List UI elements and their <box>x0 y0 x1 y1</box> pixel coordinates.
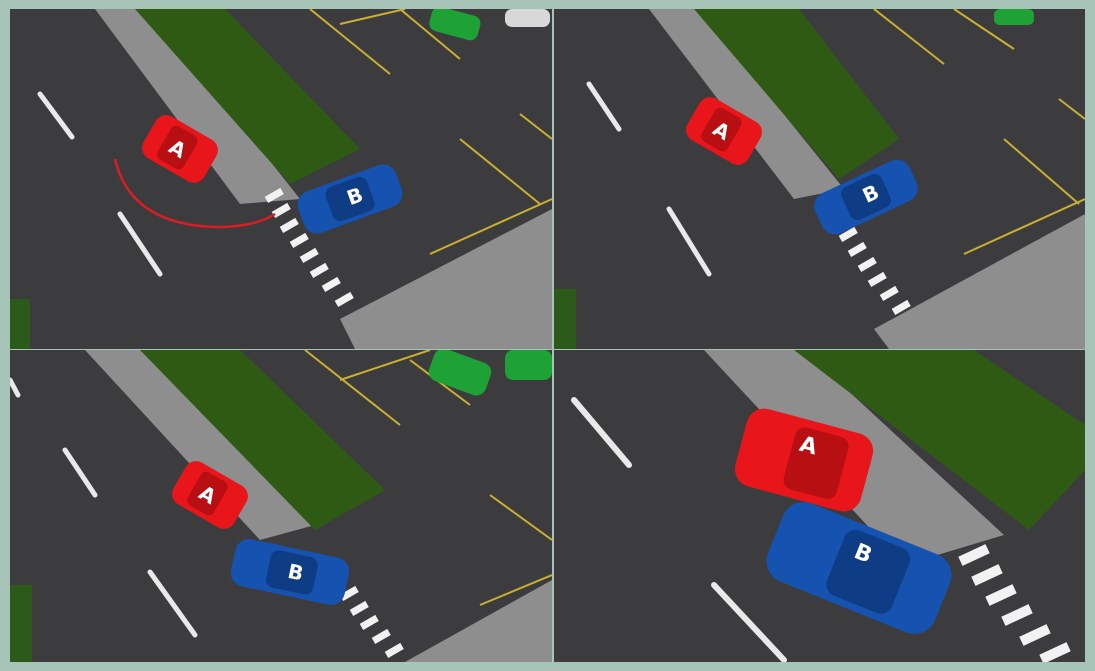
roadside-grass <box>10 299 30 349</box>
scene-panel-top-right: A B <box>554 9 1085 349</box>
scene-illustration: A B <box>10 350 552 662</box>
scene-panel-top-left: A B <box>10 9 552 349</box>
scene-panel-bottom-right: A B <box>554 350 1085 662</box>
parked-car <box>994 9 1034 25</box>
scene-panel-bottom-left: A B <box>10 350 552 662</box>
roadside-grass <box>10 585 32 662</box>
roadside-grass <box>554 289 576 349</box>
scene-illustration: A B <box>554 350 1085 662</box>
scene-illustration: A B <box>10 9 552 349</box>
scene-illustration: A B <box>554 9 1085 349</box>
